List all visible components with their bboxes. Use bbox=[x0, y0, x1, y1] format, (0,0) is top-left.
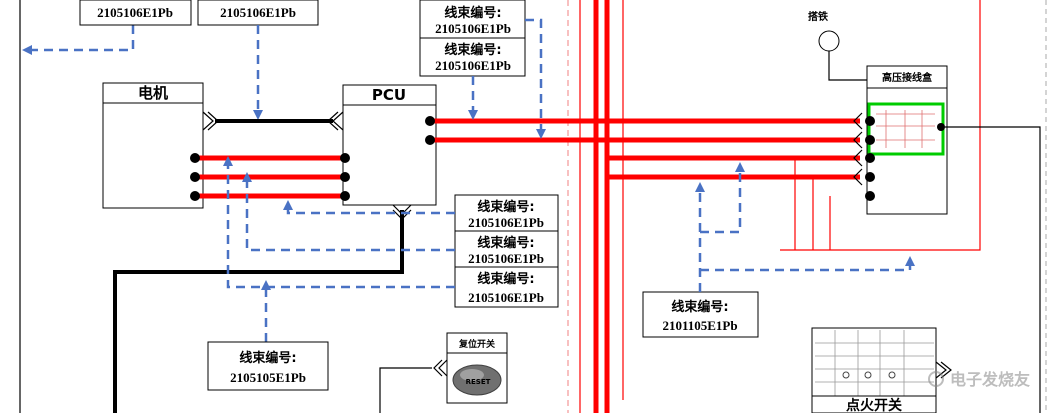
label-right-3-num: 2105106E1Pb bbox=[468, 290, 544, 305]
label-bottom-right-num: 2101105E1Pb bbox=[662, 318, 737, 333]
label-right-2-num: 2105106E1Pb bbox=[468, 251, 544, 266]
reset-switch-wire bbox=[379, 367, 432, 413]
label-right-2-title: 线束编号: bbox=[477, 235, 534, 251]
arrowhead-up-5 bbox=[695, 182, 705, 192]
reset-button-text: RESET bbox=[466, 378, 491, 386]
ignition-contact bbox=[864, 371, 872, 379]
watermark-logo: 电子发烧友 bbox=[928, 370, 1031, 389]
arrowhead-up-1 bbox=[283, 200, 293, 210]
dash-route-1 bbox=[286, 208, 455, 215]
terminal bbox=[340, 191, 350, 201]
ignition-contact bbox=[888, 371, 896, 379]
connector-pcu-left bbox=[327, 111, 344, 131]
label-box-right-1 bbox=[454, 194, 559, 232]
terminal bbox=[865, 172, 875, 182]
reset-switch-title-box bbox=[446, 332, 508, 354]
reset-switch-connector bbox=[433, 359, 448, 377]
arrowhead-down-2 bbox=[468, 110, 478, 120]
pcu-label: PCU bbox=[372, 86, 406, 104]
connector-motor-left bbox=[202, 111, 219, 131]
terminal bbox=[190, 153, 200, 163]
arrowhead-up-4 bbox=[261, 280, 271, 290]
label-box-top-left-2 bbox=[197, 0, 319, 26]
label-top-left-1: 2105106E1Pb bbox=[97, 5, 173, 20]
terminal bbox=[190, 172, 200, 182]
motor-label: 电机 bbox=[138, 84, 168, 102]
label-top-center-title-2: 线束编号: bbox=[444, 42, 501, 58]
terminal bbox=[425, 116, 435, 126]
label-top-center-num-1: 2105106E1Pb bbox=[435, 21, 511, 36]
dash-route-5 bbox=[700, 172, 742, 234]
arrowhead-down-1 bbox=[253, 110, 263, 120]
hv-output-wire bbox=[945, 126, 1041, 413]
hv-box-title-box bbox=[866, 65, 948, 89]
label-box-right-3 bbox=[454, 266, 559, 308]
hv-box-label: 高压接线盒 bbox=[882, 71, 933, 84]
ground-label: 搭铁 bbox=[808, 10, 828, 23]
ignition-title-box bbox=[811, 395, 937, 413]
dash-arrow-top-center-2 bbox=[525, 18, 543, 130]
terminal bbox=[865, 135, 875, 145]
arrowhead-up-7 bbox=[905, 256, 915, 266]
ignition-contact bbox=[842, 371, 850, 379]
motor-box bbox=[102, 82, 204, 209]
arrowhead-left bbox=[22, 45, 32, 55]
ground-wire bbox=[828, 51, 868, 81]
ignition-connector bbox=[935, 361, 952, 379]
terminal bbox=[340, 153, 350, 163]
terminal bbox=[190, 191, 200, 201]
label-bottom-left-num: 2105105E1Pb bbox=[230, 370, 306, 385]
label-box-bottom-left bbox=[207, 341, 329, 391]
watermark-icon bbox=[928, 371, 944, 387]
reset-button-highlight bbox=[460, 369, 484, 381]
label-top-center-title-1: 线束编号: bbox=[444, 5, 501, 21]
pcu-title-box bbox=[342, 84, 437, 106]
label-top-center-num-2: 2105106E1Pb bbox=[435, 58, 511, 73]
reset-switch-label: 复位开关 bbox=[458, 338, 495, 350]
ground-symbol bbox=[818, 30, 840, 52]
hv-box-connectors bbox=[853, 112, 863, 186]
dash-arrow-left-top bbox=[30, 25, 135, 52]
terminal bbox=[340, 172, 350, 182]
hv-inner-schematic bbox=[876, 110, 935, 148]
ignition-switch-panel bbox=[811, 327, 937, 404]
label-bottom-left-title: 线束编号: bbox=[239, 350, 296, 366]
label-top-left-2: 2105106E1Pb bbox=[220, 5, 296, 20]
label-right-3-title: 线束编号: bbox=[477, 271, 534, 287]
arrowhead-up-6 bbox=[735, 162, 745, 172]
terminal bbox=[865, 191, 875, 201]
hv-inner-panel bbox=[867, 102, 945, 156]
terminal bbox=[425, 135, 435, 145]
label-right-1-num: 2105106E1Pb bbox=[468, 215, 544, 230]
label-box-top-center-2 bbox=[419, 37, 526, 77]
label-box-top-center-1 bbox=[419, 0, 526, 39]
dash-route-6 bbox=[700, 265, 912, 272]
arrowhead-down-3 bbox=[536, 129, 546, 139]
terminal bbox=[865, 116, 875, 126]
thin-wire-d bbox=[780, 0, 981, 251]
motor-title-box bbox=[102, 82, 204, 104]
watermark-text: 电子发烧友 bbox=[950, 370, 1031, 389]
label-box-right-2 bbox=[454, 230, 559, 268]
dash-route-3 bbox=[226, 165, 455, 289]
label-bottom-right-title: 线束编号: bbox=[671, 299, 728, 315]
terminal bbox=[865, 153, 875, 163]
arrowhead-up-3 bbox=[223, 156, 233, 166]
ignition-switch-grid bbox=[815, 330, 934, 397]
pcu-low-voltage-cable bbox=[113, 210, 404, 413]
label-right-1-title: 线束编号: bbox=[477, 199, 534, 215]
ignition-switch-label: 点火开关 bbox=[846, 397, 902, 413]
terminal bbox=[937, 123, 945, 131]
label-box-top-left-1 bbox=[79, 0, 192, 26]
arrowhead-up-2 bbox=[242, 172, 252, 182]
